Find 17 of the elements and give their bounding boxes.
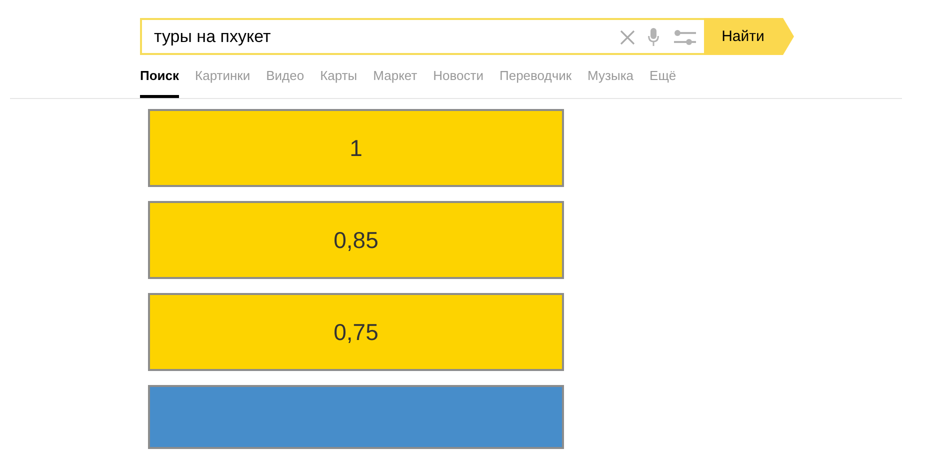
nav-link: Переводчик	[500, 68, 572, 84]
result-block	[148, 293, 564, 371]
result-block	[148, 109, 564, 187]
nav-link: Карты	[320, 68, 358, 84]
score-value: 0,85	[334, 226, 378, 254]
search-query: туры на пхукет	[154, 26, 271, 48]
nav-link: Музыка	[588, 68, 634, 84]
nav-link: Маркет	[373, 68, 418, 84]
score-value: 0,75	[334, 318, 378, 346]
score-value: 1	[350, 134, 362, 162]
nav-link: Видео	[266, 68, 304, 84]
result-block	[148, 201, 564, 279]
nav-link: Картинки	[195, 68, 250, 84]
nav-link: Новости	[433, 68, 484, 84]
search-button: Найти	[704, 18, 794, 55]
result-block	[148, 385, 564, 449]
nav-link: Ещё	[650, 68, 676, 84]
